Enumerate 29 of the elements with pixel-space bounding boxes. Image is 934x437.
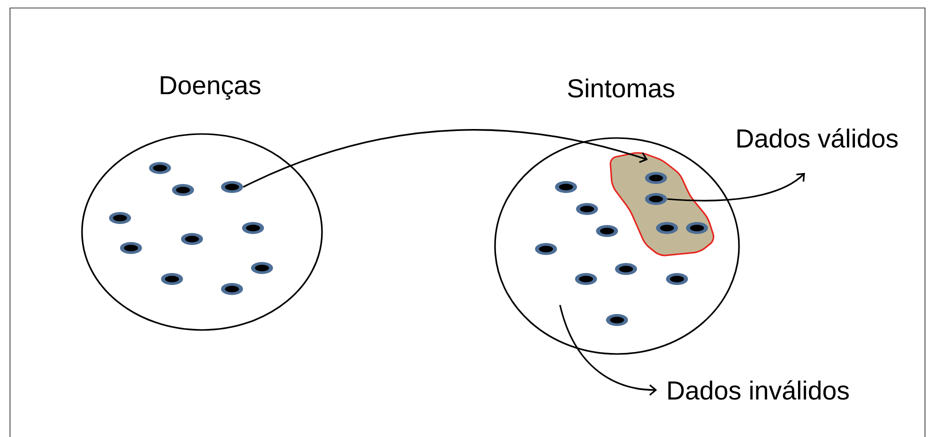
dot (575, 273, 597, 285)
dot (555, 181, 577, 193)
dot (221, 283, 243, 295)
dot (181, 233, 203, 245)
dot (535, 243, 557, 255)
dot (645, 172, 667, 184)
dot (161, 273, 183, 285)
arrow (559, 304, 658, 396)
dot (172, 184, 194, 196)
dot (596, 225, 618, 237)
arrow (242, 129, 648, 188)
dot (666, 273, 688, 285)
dot (576, 203, 598, 215)
dot (656, 222, 678, 234)
dot (242, 222, 264, 234)
dot (686, 222, 708, 234)
arrow (667, 172, 805, 202)
set-label: Doenças (160, 76, 260, 100)
dot (120, 242, 142, 254)
dot (251, 262, 273, 274)
set-label: Sintomas (568, 78, 674, 98)
dot (645, 193, 667, 205)
dot (109, 212, 131, 224)
callout-label: Dados inválidos (668, 380, 849, 400)
dot (606, 314, 628, 326)
dot (221, 181, 243, 193)
callout-label: Dados válidos (737, 128, 898, 148)
dot (615, 263, 637, 275)
dot (149, 162, 171, 174)
